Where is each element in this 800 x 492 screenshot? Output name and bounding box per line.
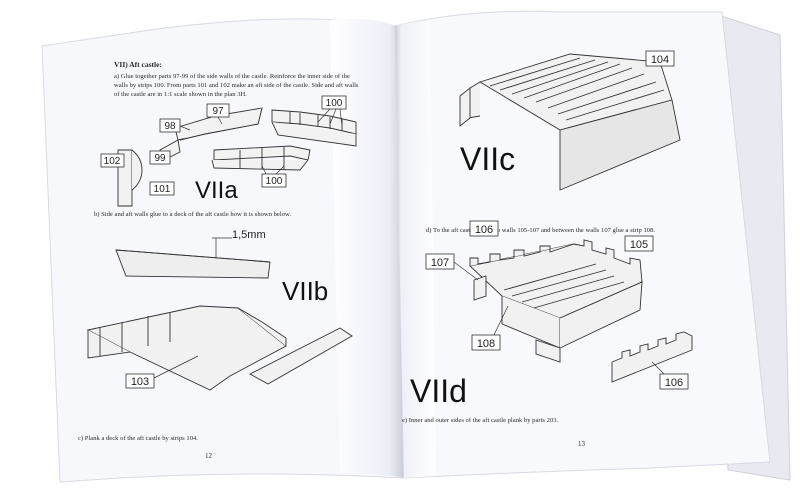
crenellated-wall-106-drawing <box>611 331 693 383</box>
label-box-106-top <box>469 220 499 237</box>
label-box-98 <box>159 118 181 133</box>
label-box-106-bottom <box>659 373 689 390</box>
paragraph-a-line3: of the castle are in 1:1 scale shown in … <box>114 91 247 98</box>
caption-e: e) Inner and outer sides of the aft cast… <box>402 417 559 424</box>
right-gutter-shadow <box>395 20 436 478</box>
paragraph-a-line2: walls by strips 100. From parts 101 and … <box>114 82 359 89</box>
part-label-105: 105 <box>630 239 648 251</box>
paragraph-b: b) Side and aft walls glue to a deck of … <box>94 211 291 218</box>
walled-castle-drawing <box>469 239 643 363</box>
figure-label-viid: VIId <box>410 373 467 409</box>
left-page-number: 12 <box>205 452 213 460</box>
section-heading: VII) Aft castle: <box>114 60 162 69</box>
part-label-100-bottom: 100 <box>266 176 283 187</box>
label-box-100-top <box>321 95 347 110</box>
deck-side-view-drawing <box>115 237 271 279</box>
strip-parts-100-bottom-drawing <box>211 145 311 171</box>
part-label-97: 97 <box>212 106 224 117</box>
strip-parts-100-top-drawing <box>271 109 357 147</box>
label-box-108 <box>471 334 501 351</box>
part-label-106-bottom: 106 <box>665 377 683 389</box>
label-box-101 <box>149 181 175 196</box>
label-box-99 <box>149 150 171 165</box>
figure-label-viia: VIIa <box>195 177 238 204</box>
label-box-104 <box>645 50 675 67</box>
part-label-100-top: 100 <box>326 98 343 109</box>
part-label-104: 104 <box>651 54 669 66</box>
part-label-106-top: 106 <box>475 224 493 236</box>
label-box-103 <box>125 373 155 389</box>
part-label-107: 107 <box>431 257 449 269</box>
part-label-99: 99 <box>154 153 166 164</box>
figure-label-viic: VIIc <box>460 141 515 177</box>
part-label-101: 101 <box>154 184 171 195</box>
planked-castle-drawing <box>459 53 681 191</box>
label-box-102 <box>100 153 125 168</box>
paragraph-d: d) To the aft castle glue also walls 105… <box>426 227 655 234</box>
part-label-98: 98 <box>164 121 176 132</box>
caption-c: c) Plank a deck of the aft castle by str… <box>78 435 198 442</box>
part-label-102: 102 <box>104 156 121 167</box>
figure-label-viib: VIIb <box>282 276 328 306</box>
label-box-100-bottom <box>261 173 287 188</box>
part-label-103: 103 <box>131 376 149 388</box>
paragraph-a-line1: a) Glue together parts 97-99 of the side… <box>114 73 350 80</box>
dimension-label: 1,5mm <box>232 229 266 241</box>
part-label-108: 108 <box>477 338 495 350</box>
label-box-107 <box>425 253 455 270</box>
right-page-number: 13 <box>578 440 586 448</box>
label-box-105 <box>624 235 654 252</box>
deck-assembly-drawing <box>86 305 353 391</box>
